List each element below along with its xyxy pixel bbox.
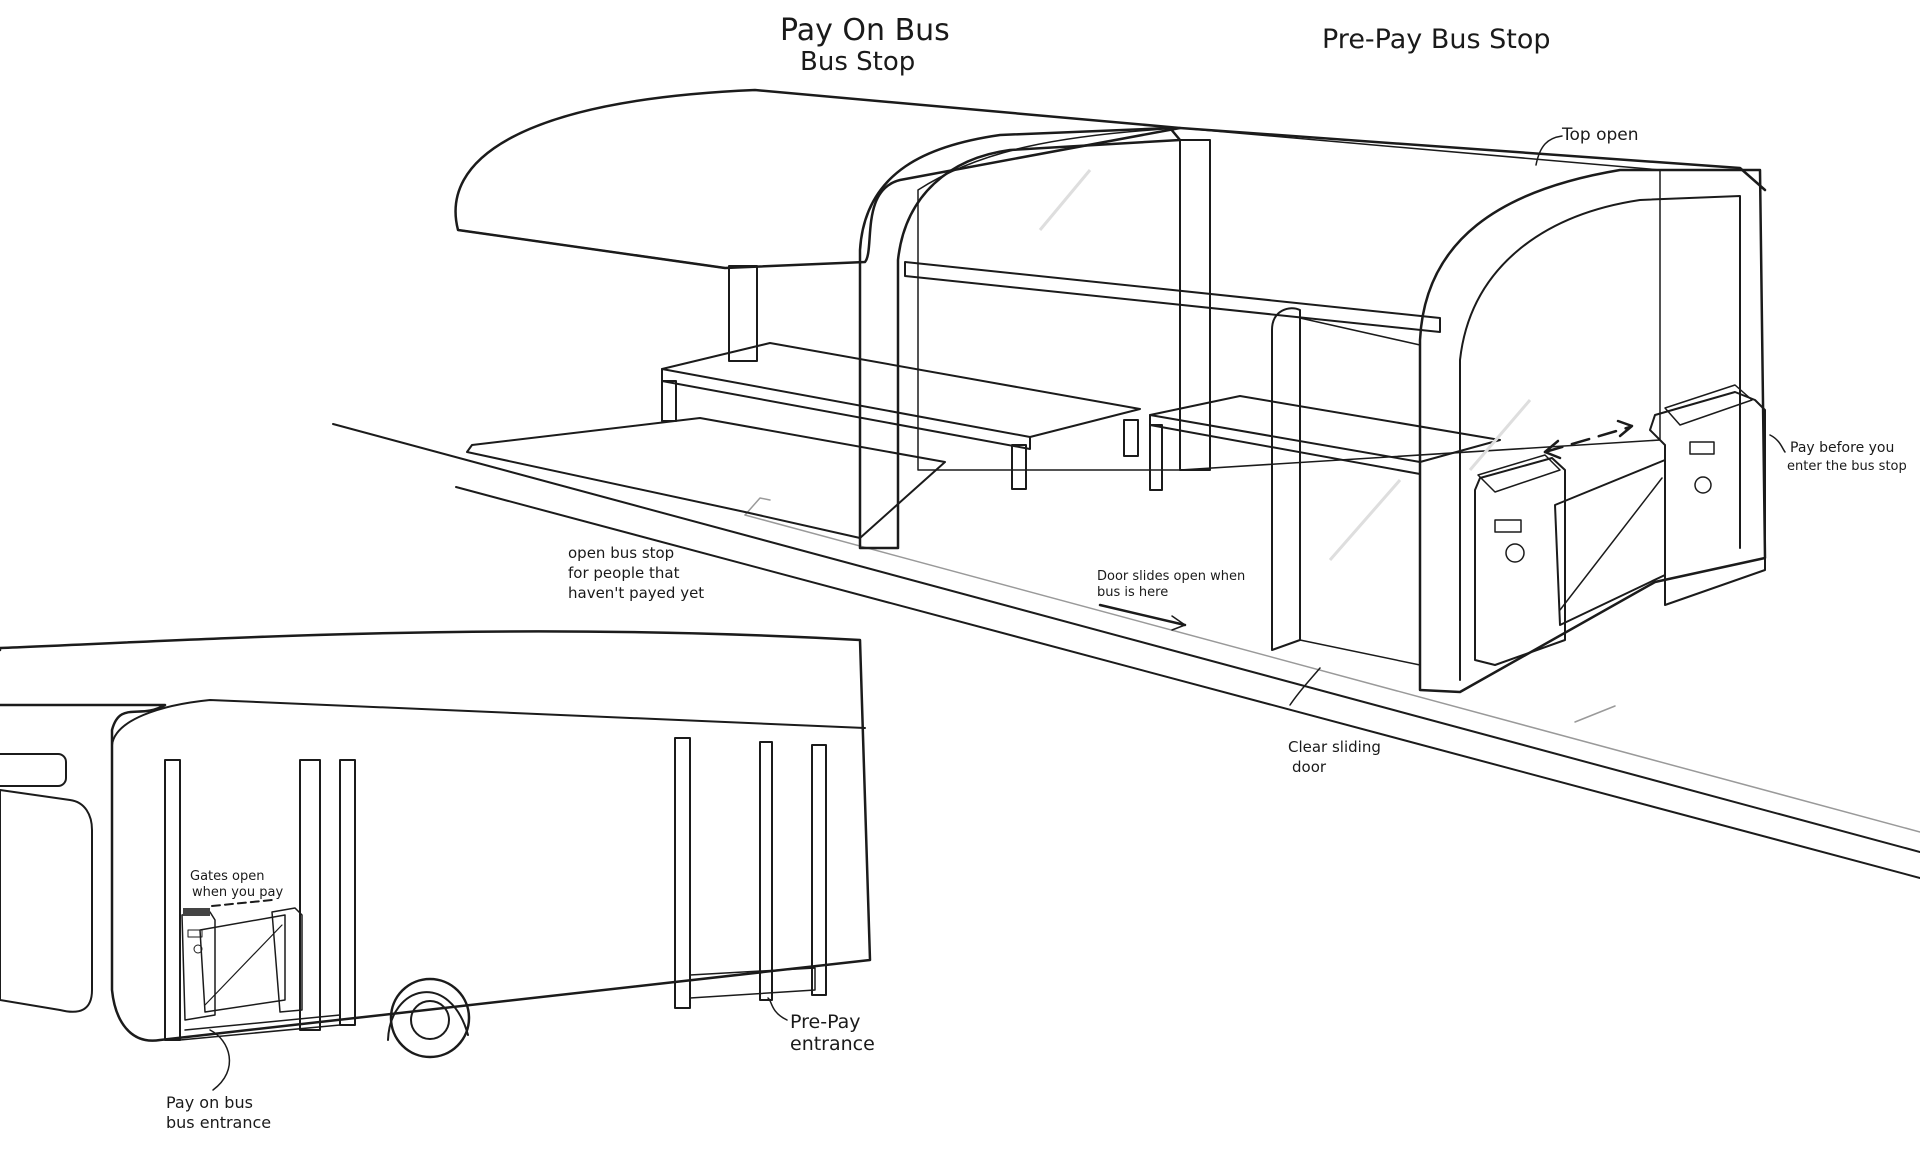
sliding-door — [1271, 307, 1301, 651]
open-shelter-bench — [661, 342, 1141, 490]
sidewalk-curb — [332, 423, 1920, 879]
prepay-front-frame — [858, 126, 1182, 550]
label-pay-before-2: enter the bus stop — [1787, 459, 1907, 474]
label-gates-open-2: when you pay — [192, 885, 283, 900]
prepay-end-frame — [1418, 168, 1767, 694]
gate-slide-arrow — [1543, 419, 1634, 460]
bus-windshield — [0, 789, 93, 1013]
bus-wheel — [387, 977, 471, 1059]
bus-rear-door — [674, 737, 827, 1009]
glass-reflections — [1038, 169, 1532, 561]
label-top-open: Top open — [1561, 125, 1639, 145]
bus-front-door — [164, 759, 356, 1041]
gate-panel — [1554, 459, 1666, 626]
label-open-stop-1: open bus stop — [568, 544, 674, 562]
label-pay-on-bus-entrance-1: Pay on bus — [166, 1093, 253, 1112]
label-door-slides-1: Door slides open when — [1097, 569, 1245, 584]
label-open-stop-2: for people that — [568, 564, 680, 582]
prepay-back-glass — [917, 127, 1661, 471]
bus-destination-sign — [0, 753, 67, 787]
bus-front-gates — [181, 899, 303, 1021]
label-clear-door-2: door — [1292, 758, 1327, 776]
prepay-bench — [1149, 395, 1501, 491]
label-pay-before-1: Pay before you — [1790, 440, 1894, 456]
open-shelter-floor — [466, 417, 946, 539]
label-pre-pay-entrance-2: entrance — [790, 1033, 875, 1055]
turnstile-gates — [1474, 384, 1766, 666]
label-gates-open-1: Gates open — [190, 869, 264, 884]
prepay-shelter — [858, 126, 1767, 694]
turnstile-back — [1649, 384, 1766, 606]
bus-body — [0, 630, 872, 1042]
title-pay-on-bus-sub: Bus Stop — [800, 47, 915, 77]
label-pay-on-bus-entrance-2: bus entrance — [166, 1113, 271, 1132]
title-pre-pay: Pre-Pay Bus Stop — [1322, 24, 1551, 55]
title-pay-on-bus: Pay On Bus — [780, 13, 950, 48]
open-shelter-roof — [454, 88, 1182, 270]
annotation-pointers — [1098, 135, 1786, 706]
turnstile-front — [1474, 454, 1566, 666]
bus — [0, 630, 872, 1091]
label-clear-door-1: Clear sliding — [1288, 738, 1381, 756]
open-shelter — [454, 88, 1182, 539]
label-pre-pay-entrance-1: Pre-Pay — [790, 1011, 861, 1033]
label-door-slides-2: bus is here — [1097, 585, 1168, 600]
label-open-stop-3: haven't payed yet — [568, 584, 704, 602]
